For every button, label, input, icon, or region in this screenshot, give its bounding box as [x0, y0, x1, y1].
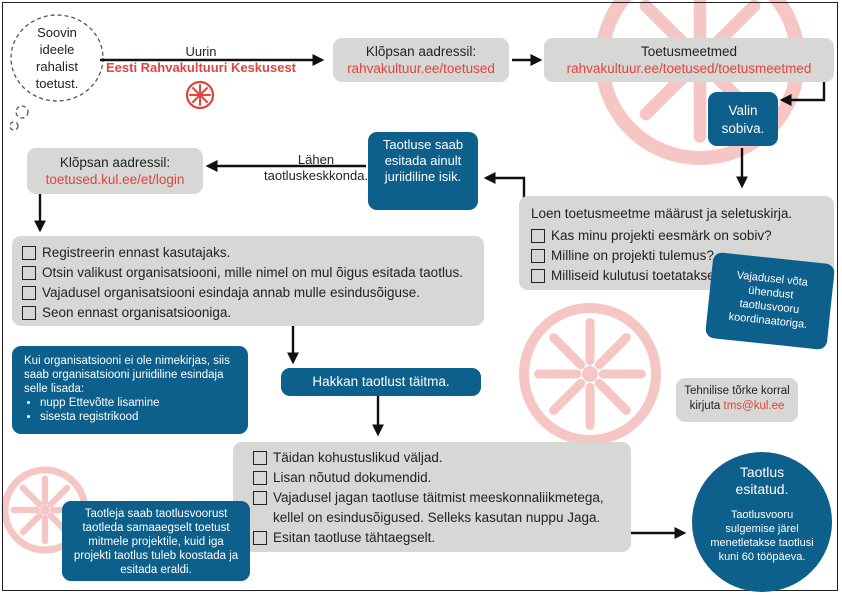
address-box-2: Klõpsan aadressil: toetused.kul.ee/et/lo…	[27, 148, 203, 194]
email-link[interactable]: tms@kul.ee	[723, 400, 785, 412]
checklist-text: Täidan kohustuslikud väljad.	[273, 450, 443, 465]
tech-error-contact: kirjuta tms@kul.ee	[676, 399, 798, 414]
submitted-title: Taotlus esitatud.	[735, 464, 789, 497]
checklist-text: Milline on projekti tulemus?	[551, 248, 714, 263]
checklist-text: Otsin valikust organisatsiooni, mille ni…	[42, 265, 463, 280]
checklist-text: Esitan taotluse tähtaegselt.	[273, 530, 436, 545]
measures-box: Toetusmeetmed rahvakultuur.ee/toetused/t…	[544, 38, 834, 82]
wheel-icon	[519, 303, 661, 445]
address-label: Klõpsan aadressil:	[365, 44, 477, 59]
checkbox[interactable]	[22, 306, 36, 320]
checkbox[interactable]	[531, 249, 545, 263]
read-title: Loen toetusmeetme määrust ja seletuskirj…	[531, 206, 793, 221]
arrow-measures-to-choose	[779, 78, 826, 106]
checklist-item: Seon ennast organisatsiooniga.	[22, 303, 474, 323]
checkbox[interactable]	[22, 286, 36, 300]
checkbox[interactable]	[253, 531, 267, 545]
organization-name: Eesti Rahvakultuuri Keskusest	[105, 60, 297, 75]
bullet-item: nupp Ettevõtte lisamine	[40, 396, 238, 410]
choose-box: Valin sobiva.	[708, 92, 778, 146]
checklist-text: Vajadusel jagan taotluse täitmist meesko…	[273, 490, 604, 525]
start-filling-box: Hakkan taotlust täitma.	[281, 368, 481, 396]
checklist-text: Registreerin ennast kasutajaks.	[42, 245, 231, 260]
checklist-text: Vajadusel organisatsiooni esindaja annab…	[42, 285, 421, 300]
checklist-text: Kas minu projekti eesmärk on sobiv?	[551, 228, 772, 243]
register-box: Registreerin ennast kasutajaks. Otsin va…	[12, 236, 484, 326]
thought-line: rahalist	[36, 59, 78, 74]
checkbox[interactable]	[253, 491, 267, 505]
tech-error-text: Tehnilise tõrke korral	[684, 385, 790, 397]
multi-project-text: Taotleja saab taotlusvoorust taotleda sa…	[73, 508, 239, 576]
checkbox[interactable]	[22, 266, 36, 280]
research-verb: Uurin	[185, 44, 217, 59]
go-environment-text: Lähen taotluskeskkonda.	[264, 152, 369, 183]
address-label: Klõpsan aadressil:	[59, 155, 171, 170]
coordinator-text: Vajadusel võta ühendust taotlusvooru koo…	[728, 269, 809, 331]
checklist-item: Milline on projekti tulemus?	[531, 246, 822, 266]
address-link[interactable]: toetused.kul.ee/et/login	[45, 172, 185, 187]
coordinator-note: Vajadusel võta ühendust taotlusvooru koo…	[704, 251, 836, 351]
checkbox[interactable]	[253, 471, 267, 485]
thought-line: Soovin	[37, 25, 77, 40]
thought-bubble	[9, 14, 104, 131]
checklist-text: Milliseid kulutusi toetatakse?	[551, 268, 723, 283]
checklist-item: Milliseid kulutusi toetatakse?	[531, 266, 822, 286]
submitted-circle: Taotlus esitatud. Taotlusvooru sulgemise…	[692, 452, 832, 592]
checklist-text: Lisan nõutud dokumendid.	[273, 470, 432, 485]
measures-link[interactable]: rahvakultuur.ee/toetused/toetusmeetmed	[566, 61, 812, 76]
start-filling-label: Hakkan taotlust täitma.	[312, 374, 450, 389]
checklist-item: Kas minu projekti eesmärk on sobiv?	[531, 226, 822, 246]
checklist-item: Vajadusel jagan taotluse täitmist meesko…	[253, 488, 621, 528]
wheel-icon	[185, 80, 215, 110]
legal-entity-text: Taotluse saab esitada ainult juriidiline…	[382, 137, 464, 184]
thought-line: toetust.	[35, 76, 79, 91]
fill-steps-box: Täidan kohustuslikud väljad. Lisan nõutu…	[233, 442, 631, 552]
address-link[interactable]: rahvakultuur.ee/toetused	[347, 61, 495, 76]
bullet-item: sisesta registrikood	[40, 410, 238, 424]
checklist-item: Registreerin ennast kasutajaks.	[22, 243, 474, 263]
organization-note-text: Kui organisatsiooni ei ole nimekirjas, s…	[24, 355, 230, 395]
checkbox[interactable]	[531, 229, 545, 243]
organization-note-bullets: nupp Ettevõtte lisamine sisesta registri…	[24, 396, 238, 424]
checkbox[interactable]	[22, 246, 36, 260]
checklist-item: Esitan taotluse tähtaegselt.	[253, 528, 621, 548]
choose-label: Valin sobiva.	[721, 103, 765, 136]
thought-bubble-text: Soovin ideele rahalist toetust.	[17, 24, 97, 92]
checklist-item: Otsin valikust organisatsiooni, mille ni…	[22, 263, 474, 283]
multi-project-note: Taotleja saab taotlusvoorust taotleda sa…	[62, 501, 250, 581]
organization-note: Kui organisatsiooni ei ole nimekirjas, s…	[12, 346, 248, 434]
measures-label: Toetusmeetmed	[640, 44, 738, 59]
address-box-1: Klõpsan aadressil: rahvakultuur.ee/toetu…	[333, 38, 509, 82]
checklist-text: Seon ennast organisatsiooniga.	[42, 305, 232, 320]
tech-error-prefix: kirjuta	[689, 400, 721, 412]
thought-line: ideele	[39, 42, 75, 57]
arrow-read-to-legal	[483, 172, 526, 198]
go-environment-label: Lähen taotluskeskkonda.	[264, 152, 368, 184]
submitted-text: Taotlusvooru sulgemise järel menetletaks…	[710, 509, 814, 563]
checklist-item: Täidan kohustuslikud väljad.	[253, 448, 621, 468]
checkbox[interactable]	[253, 451, 267, 465]
checkbox[interactable]	[531, 269, 545, 283]
research-label: Uurin Eesti Rahvakultuuri Keskusest	[94, 44, 308, 76]
checklist-item: Vajadusel organisatsiooni esindaja annab…	[22, 283, 474, 303]
checklist-item: Lisan nõutud dokumendid.	[253, 468, 621, 488]
tech-error-box: Tehnilise tõrke korral kirjuta tms@kul.e…	[676, 378, 798, 422]
legal-entity-box: Taotluse saab esitada ainult juriidiline…	[368, 132, 478, 210]
